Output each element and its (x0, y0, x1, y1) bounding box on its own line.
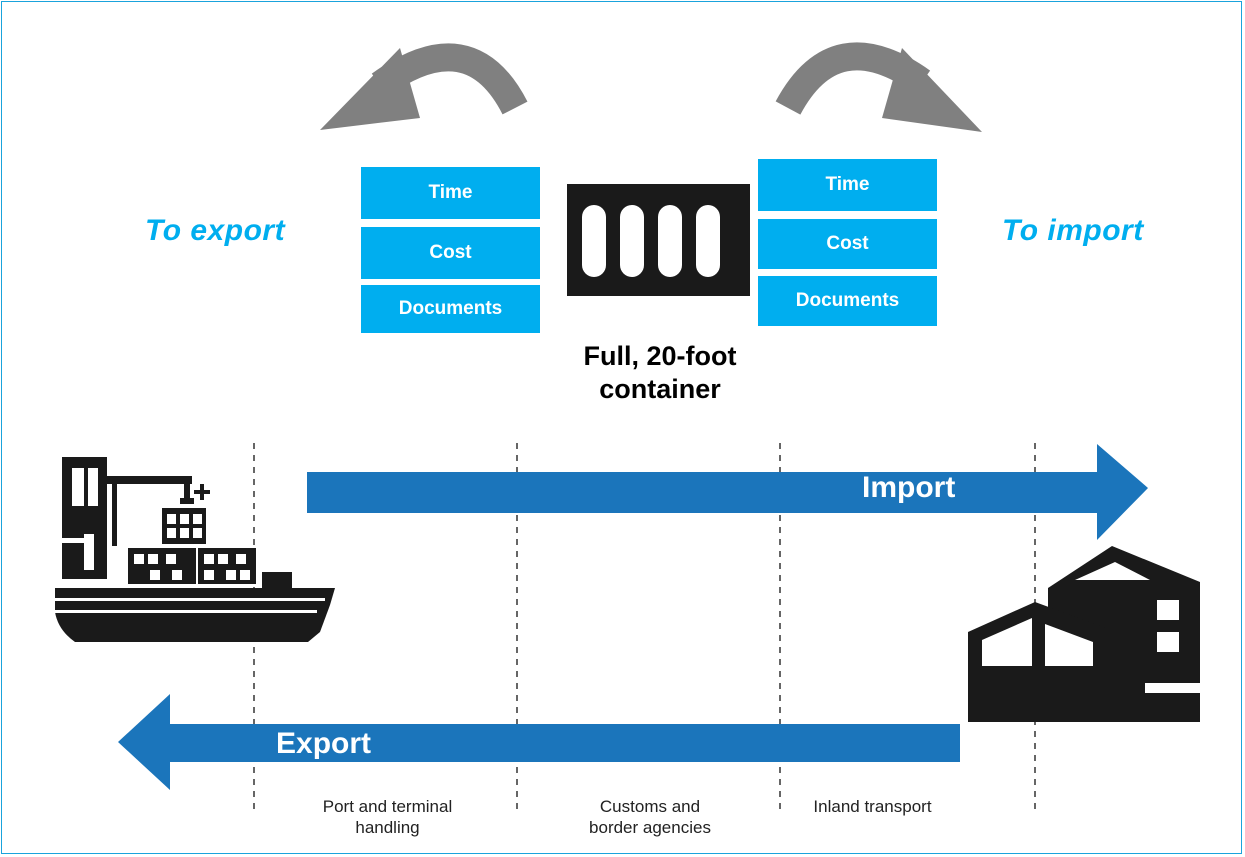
stage-customs-border: Customs and border agencies (560, 796, 740, 838)
to-import-label: To import (1002, 214, 1144, 247)
stage-customs-border-line2: border agencies (589, 818, 711, 837)
container-caption: Full, 20-foot container (545, 340, 775, 406)
container-caption-line1: Full, 20-foot (583, 341, 737, 371)
stage-inland-transport: Inland transport (790, 796, 955, 817)
export-flow-label: Export (276, 727, 372, 760)
stage-customs-border-line1: Customs and (599, 797, 701, 816)
export-arrow (118, 694, 960, 790)
import-cost-box: Cost (758, 219, 937, 269)
cargo-ship-icon (55, 457, 335, 642)
import-flow-label: Import (862, 471, 956, 504)
curved-arrow-right-icon (775, 42, 982, 132)
import-documents-box: Documents (758, 276, 937, 326)
export-documents-box: Documents (361, 285, 540, 333)
curved-arrow-left-icon (320, 43, 528, 130)
stage-inland-transport-line1: Inland transport (813, 797, 932, 816)
stage-port-terminal-line2: handling (355, 818, 420, 837)
export-cost-box: Cost (361, 227, 540, 279)
stage-port-terminal: Port and terminal handling (290, 796, 485, 838)
import-time-box: Time (758, 159, 937, 211)
container-caption-line2: container (599, 374, 721, 404)
to-export-label: To export (145, 214, 286, 247)
export-time-box: Time (361, 167, 540, 219)
shipping-container-icon (567, 184, 750, 296)
import-arrow (307, 444, 1148, 540)
warehouse-icon (968, 546, 1205, 722)
stage-port-terminal-line1: Port and terminal (322, 797, 453, 816)
